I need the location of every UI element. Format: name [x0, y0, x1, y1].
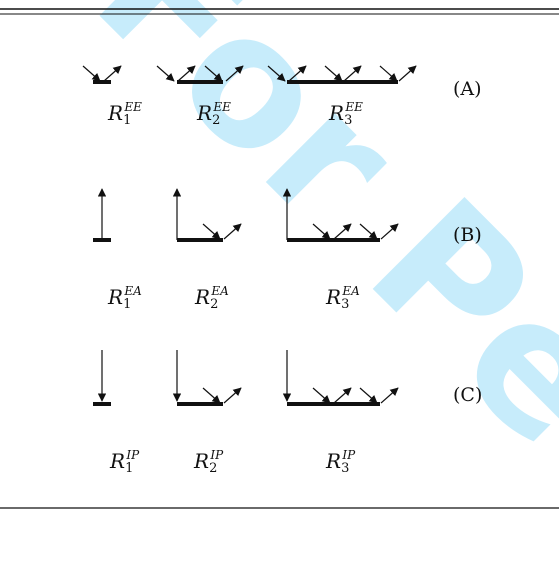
incoming-arrow — [156, 65, 175, 82]
incoming-arrow — [202, 223, 221, 240]
diagram-R2-EA — [172, 188, 242, 242]
incoming-arrow — [359, 387, 378, 404]
diagram-R3-EE — [267, 65, 417, 84]
row-label-C: (C) — [453, 384, 483, 406]
outgoing-arrow — [398, 65, 417, 82]
diagram-R2-EE — [156, 65, 244, 84]
outgoing-arrow — [103, 65, 122, 82]
label-R1-EA: R1EA — [108, 284, 142, 312]
outgoing-arrow — [225, 65, 244, 82]
outgoing-arrow — [223, 223, 242, 240]
incoming-arrow — [202, 387, 221, 404]
outgoing-arrow — [343, 65, 362, 82]
outgoing-arrow — [380, 387, 399, 404]
diagram-R3-IP — [282, 350, 399, 406]
label-R1-IP: R1IP — [110, 448, 140, 476]
incoming-arrow — [379, 65, 398, 82]
label-R2-IP: R2IP — [194, 448, 224, 476]
label-R3-IP: R3IP — [326, 448, 356, 476]
diagram-canvas — [0, 8, 559, 509]
incoming-arrow — [204, 65, 223, 82]
row-label-B: (B) — [453, 224, 482, 246]
outgoing-arrow — [380, 223, 399, 240]
label-R3-EA: R3EA — [326, 284, 360, 312]
outgoing-arrow — [177, 65, 196, 82]
diagram-R1-IP — [93, 350, 111, 406]
label-R2-EE: R2EE — [197, 100, 231, 128]
incoming-arrow — [312, 387, 331, 404]
diagram-R3-EA — [282, 188, 399, 242]
label-R1-EE: R1EE — [108, 100, 142, 128]
outgoing-arrow — [223, 387, 242, 404]
incoming-arrow — [82, 65, 101, 82]
incoming-arrow — [267, 65, 286, 82]
incoming-arrow — [359, 223, 378, 240]
row-label-A: (A) — [453, 78, 482, 100]
label-R2-EA: R2EA — [195, 284, 229, 312]
outgoing-arrow — [333, 387, 352, 404]
diagram-R2-IP — [172, 350, 242, 406]
incoming-arrow — [312, 223, 331, 240]
label-R3-EE: R3EE — [329, 100, 363, 128]
diagram-R1-EE — [82, 65, 122, 84]
outgoing-arrow — [333, 223, 352, 240]
outgoing-arrow — [288, 65, 307, 82]
incoming-arrow — [324, 65, 343, 82]
diagram-R1-EA — [93, 188, 111, 242]
